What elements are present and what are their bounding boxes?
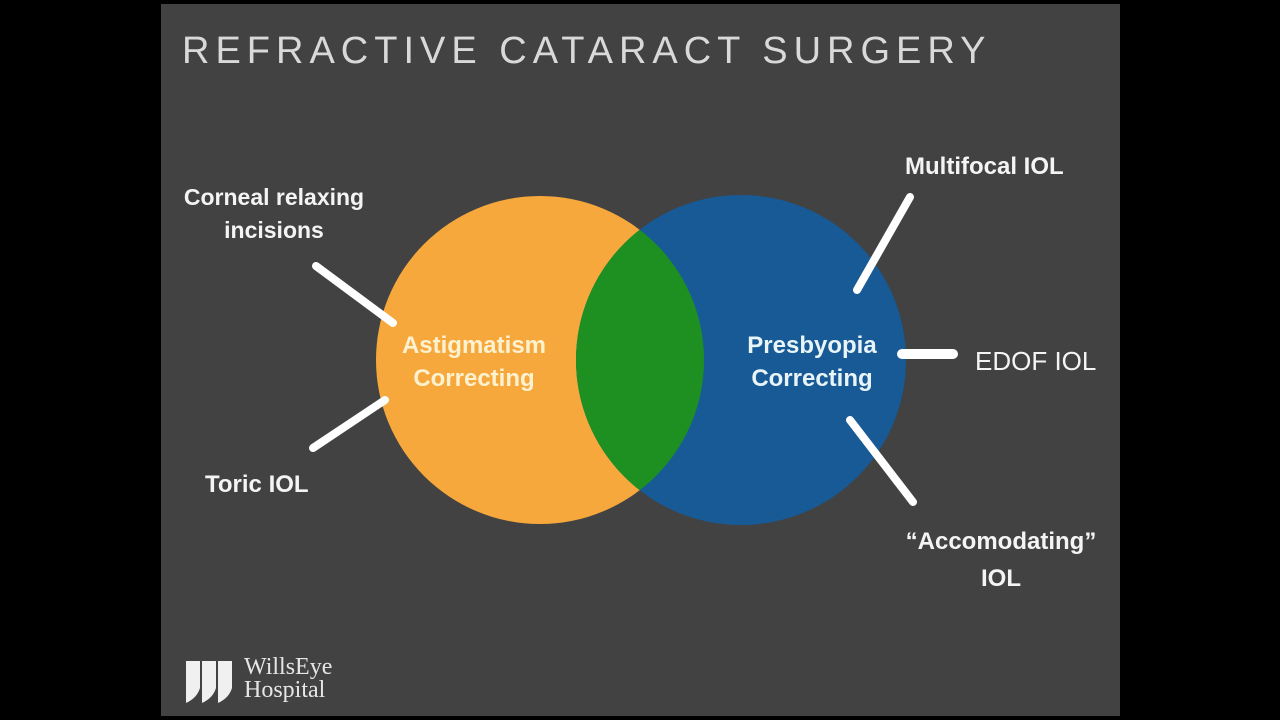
- multifocal-callout-line: [853, 193, 914, 294]
- accommodating-callout-line: [846, 416, 917, 506]
- corneal-label-line1: Corneal relaxing: [183, 184, 365, 210]
- toric-iol-label: Toric IOL: [205, 471, 309, 498]
- venn-overlap-region: [576, 196, 704, 524]
- astigmatism-label-line2: Correcting: [413, 365, 535, 392]
- slide: REFRACTIVE CATARACT SURGERY Corneal rela…: [161, 4, 1120, 716]
- accommodating-label-line2: IOL: [981, 565, 1021, 592]
- edof-iol-label: EDOF IOL: [975, 346, 1097, 376]
- slide-title: REFRACTIVE CATARACT SURGERY: [182, 30, 992, 72]
- logo-text-line2: Hospital: [244, 677, 326, 703]
- willseye-hospital-logo: WillsEye Hospital: [186, 654, 486, 708]
- multifocal-iol-label: Multifocal IOL: [905, 153, 1064, 180]
- willseye-logo-text: WillsEye Hospital: [244, 654, 333, 703]
- astigmatism-label-line1: Astigmatism: [401, 332, 547, 359]
- corneal-relaxing-incisions-label: Corneal relaxing incisions: [161, 181, 387, 247]
- corneal-callout-line: [312, 262, 397, 327]
- presbyopia-label-line1: Presbyopia: [747, 332, 877, 359]
- presbyopia-correcting-label: Presbyopia Correcting: [712, 329, 912, 395]
- toric-callout-line: [309, 396, 389, 452]
- venn-diagram: [309, 193, 958, 525]
- corneal-label-line2: incisions: [224, 217, 324, 243]
- presbyopia-label-line2: Correcting: [751, 365, 873, 392]
- willseye-logo-icon: [186, 661, 232, 703]
- accommodating-label-line1: “Accomodating”: [905, 528, 1097, 555]
- logo-text-line1: WillsEye: [244, 654, 333, 680]
- astigmatism-correcting-label: Astigmatism Correcting: [374, 329, 574, 395]
- accommodating-iol-label: “Accomodating” IOL: [881, 523, 1121, 597]
